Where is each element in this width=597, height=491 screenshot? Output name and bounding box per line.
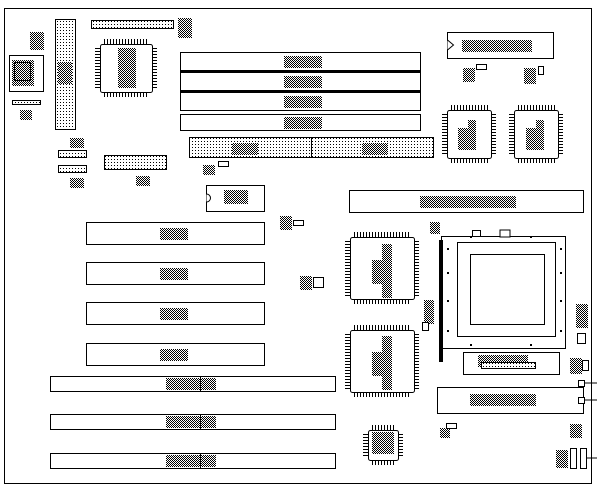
ide-header-primary [189,137,312,158]
cache-slot-lower [437,387,584,414]
chipset-qfp-2 [345,325,419,397]
cache-chip-2 [509,105,563,163]
simm-slot-4 [180,114,421,131]
ide-header-secondary [311,137,434,158]
keyboard-connector [9,55,44,92]
floppy-header [104,155,167,186]
cache-module-slot [349,190,584,213]
chipset-qfp-1 [345,232,419,304]
simm-slot-3 [180,90,421,111]
serial-header-2 [58,165,87,188]
jumper-bottom-mid [440,423,457,438]
cpu-socket [437,229,566,362]
pci-slot-3 [86,302,265,325]
pci-slot-4 [86,343,265,366]
isa-slot-2 [50,414,336,430]
simm-slot-2 [180,70,421,91]
serial-header-1 [58,138,87,158]
voltage-regulator [463,352,560,375]
battery-connector [12,100,41,120]
cache-chip-1 [442,105,496,163]
right-edge-jumpers [556,304,597,469]
tag-ram-socket [447,32,554,84]
io-chip-bottom [363,425,403,465]
isa-slot-1 [50,376,336,392]
bios-connector-vertical [55,19,76,130]
top-header-connector [91,18,192,38]
jumper-near-chipset [422,222,440,331]
jumper-mid-2 [300,276,324,290]
jumper-block-top-left [30,32,44,50]
simm-slot-1 [180,52,421,71]
bios-chip [203,161,265,212]
qfp-chip-top-left [95,39,157,97]
isa-slot-3 [50,453,336,469]
jumper-mid-1 [280,216,304,230]
pci-slot-1 [86,222,265,245]
pci-slot-2 [86,262,265,285]
